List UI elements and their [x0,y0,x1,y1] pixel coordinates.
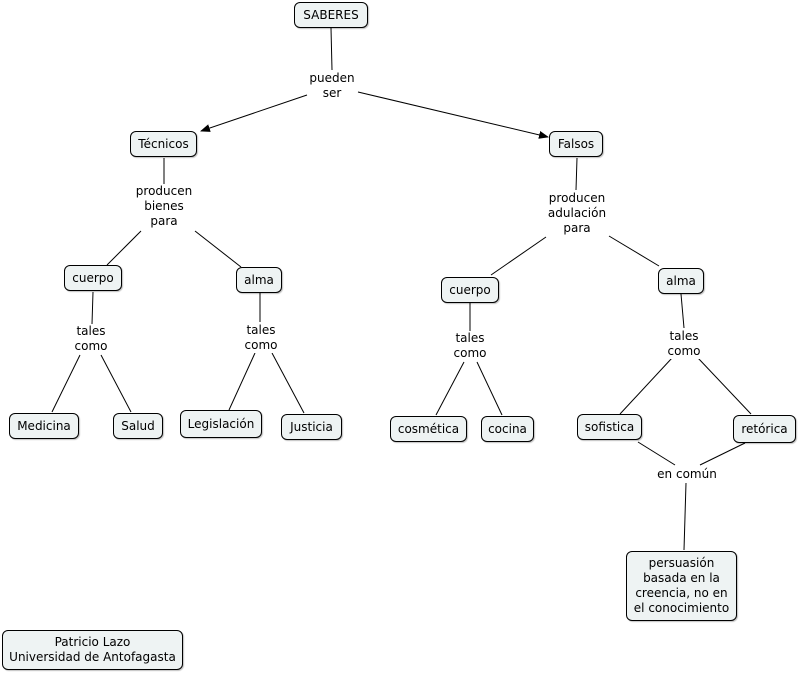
concept-cosmetica[interactable]: cosmética [390,416,467,442]
link-falsos-producen [575,157,578,191]
link-phrase-tales-como-4: tales como [667,329,701,359]
link-phrase-pueden-ser: pueden ser [309,71,355,101]
concept-salud[interactable]: Salud [113,413,163,439]
link-tales-salud [100,354,132,413]
link-tales-retorica [697,357,752,415]
link-tales-cocina [476,361,503,416]
link-pueden-falsos [357,91,549,139]
link-comun-persuasion [683,482,687,551]
link-phrase-producen-bienes: producen bienes para [135,184,193,229]
concept-cocina[interactable]: cocina [481,416,534,442]
concept-retorica[interactable]: retórica [733,415,796,443]
concept-falsos-alma[interactable]: alma [658,268,704,294]
concept-falsos[interactable]: Falsos [549,131,603,157]
concept-legislacion[interactable]: Legislación [180,410,262,438]
concept-tecnicos[interactable]: Técnicos [130,131,197,157]
concept-saberes[interactable]: SABERES [294,2,368,28]
link-producen-tcuerpo [106,230,142,266]
link-tcuerpo-tales [91,291,94,325]
link-sofistica-comun [637,441,676,466]
link-saberes-pueden [330,27,333,71]
link-pueden-tecnicos [200,94,308,132]
link-producen-fcuerpo [490,236,547,276]
concept-medicina[interactable]: Medicina [9,413,79,439]
link-phrase-tales-como-1: tales como [74,324,108,354]
concept-persuasion[interactable]: persuasión basada en la creencia, no en … [626,551,737,621]
concept-sofistica[interactable]: sofistica [577,414,642,440]
link-tales-sofistica [619,357,673,415]
link-producen-falma [608,235,660,267]
link-phrase-tales-como-2: tales como [244,323,278,353]
author-credit: Patricio Lazo Universidad de Antofagasta [2,630,183,670]
link-falma-tales [680,293,685,329]
link-producen-talma [194,230,242,268]
link-tales-legislacion [228,352,256,411]
link-phrase-producen-adulacion: producen adulación para [547,191,607,236]
concept-tecnicos-cuerpo[interactable]: cuerpo [64,265,122,291]
concept-falsos-cuerpo[interactable]: cuerpo [441,277,499,303]
link-retorica-comun [699,442,746,466]
link-phrase-en-comun: en común [657,467,717,482]
concept-justicia[interactable]: Justicia [281,414,342,440]
link-tales-medicina [51,354,81,413]
link-tales-cosmetica [435,361,465,416]
concept-tecnicos-alma[interactable]: alma [236,267,282,293]
link-phrase-tales-como-3: tales como [453,331,487,361]
link-tales-justicia [271,352,305,414]
